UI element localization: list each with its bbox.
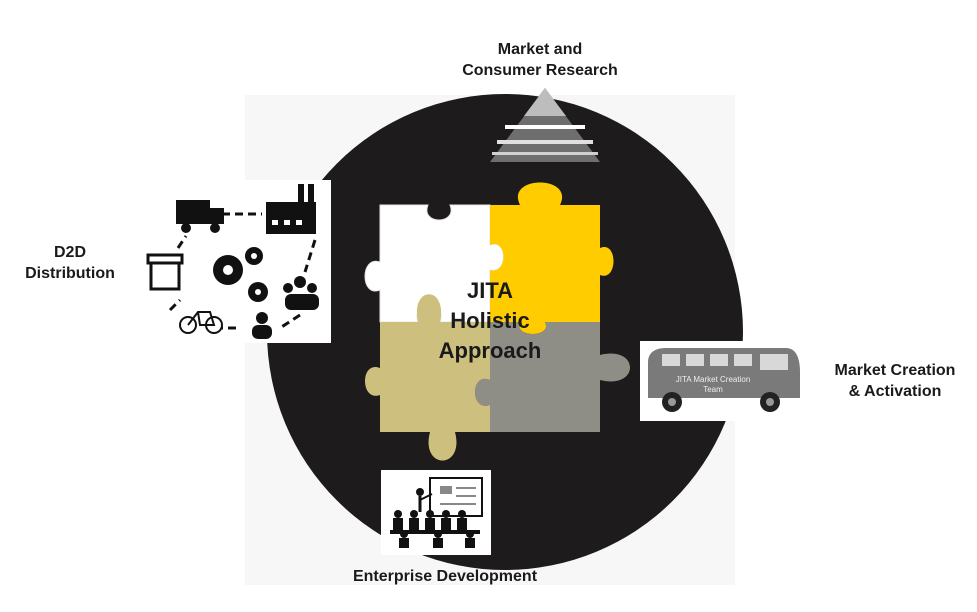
distribution-icon bbox=[143, 180, 331, 343]
center-title-line2: Holistic bbox=[450, 308, 530, 333]
pyramid-icon bbox=[490, 88, 600, 162]
puzzle bbox=[364, 182, 630, 461]
label-market-creation: Market Creation & Activation bbox=[815, 360, 975, 402]
label-market-research-line1: Market and bbox=[497, 41, 583, 58]
label-market-research: Market and Consumer Research bbox=[440, 39, 640, 81]
center-title: JITA Holistic Approach bbox=[415, 276, 565, 366]
puzzle-piece-khaki bbox=[365, 294, 490, 461]
label-market-research-line2: Consumer Research bbox=[462, 62, 618, 79]
label-market-creation-line2: & Activation bbox=[848, 383, 942, 400]
label-market-creation-line1: Market Creation bbox=[834, 362, 956, 379]
label-enterprise-development: Enterprise Development bbox=[352, 568, 538, 585]
label-d2d-line1: D2D bbox=[53, 244, 86, 261]
label-d2d-distribution: D2D Distribution bbox=[10, 242, 130, 284]
center-title-line3: Approach bbox=[438, 338, 542, 363]
puzzle-piece-yellow bbox=[490, 182, 614, 334]
label-d2d-line2: Distribution bbox=[25, 265, 115, 282]
puzzle-piece-gray bbox=[475, 322, 630, 432]
center-title-line1: JITA bbox=[466, 278, 514, 303]
van-text-line2: Team bbox=[703, 385, 723, 394]
classroom-icon bbox=[381, 470, 491, 555]
van-text-line1: JITA Market Creation bbox=[676, 375, 751, 384]
van-icon: JITA Market Creation Team bbox=[640, 341, 802, 421]
